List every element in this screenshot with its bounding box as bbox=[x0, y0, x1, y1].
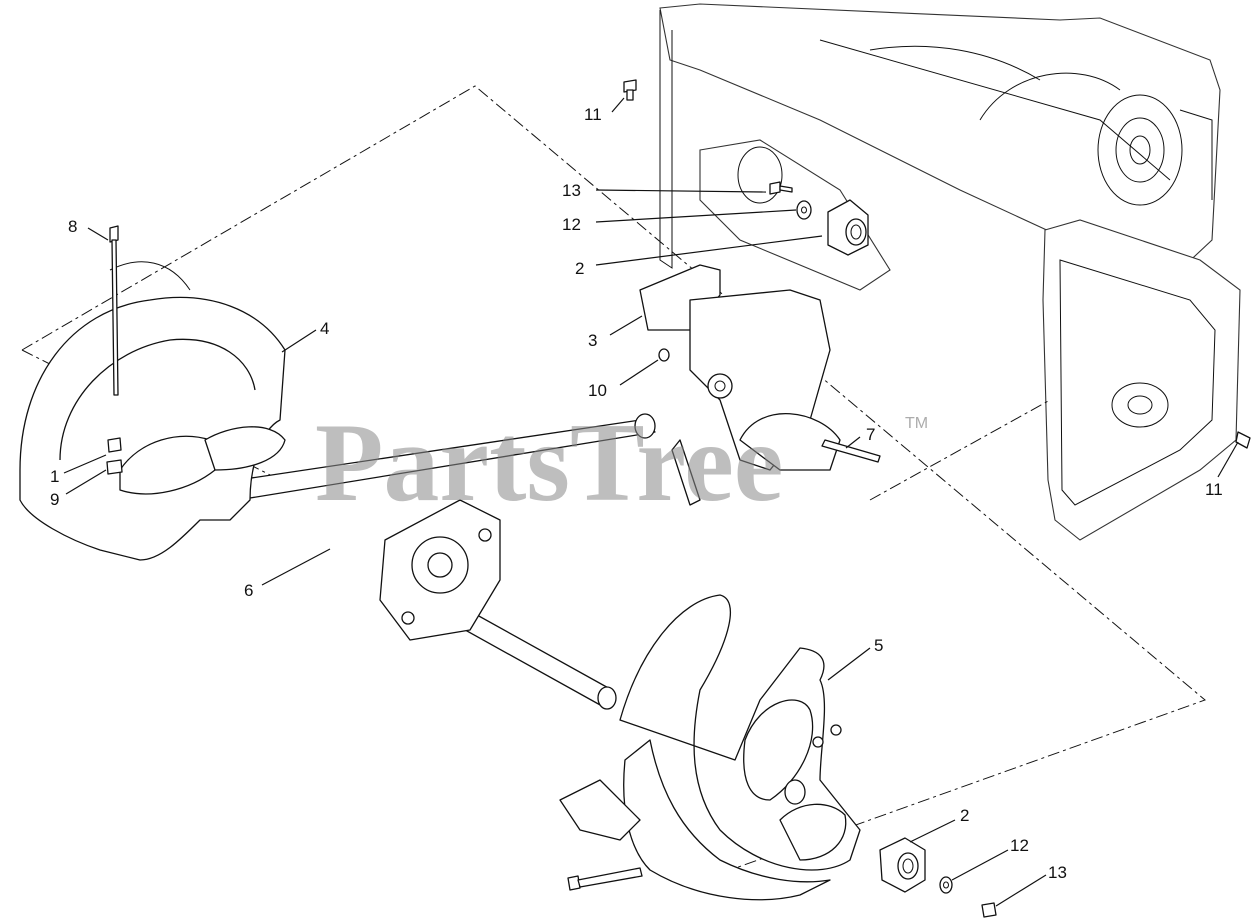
callout-11-top: 11 bbox=[584, 105, 602, 124]
watermark: PartsTree TM bbox=[315, 401, 928, 525]
callouts: 11 13 12 2 8 4 3 10 7 1 9 11 6 5 2 12 13 bbox=[50, 105, 1223, 882]
callout-5: 5 bbox=[874, 636, 883, 655]
housing-side-plate bbox=[1042, 219, 1241, 541]
callout-10: 10 bbox=[588, 381, 607, 400]
callout-11-right: 11 bbox=[1205, 480, 1223, 499]
watermark-trademark: TM bbox=[905, 415, 928, 432]
callout-7: 7 bbox=[866, 425, 875, 444]
callout-9: 9 bbox=[50, 490, 59, 509]
callout-6: 6 bbox=[244, 581, 253, 600]
callout-13-bottom: 13 bbox=[1048, 863, 1067, 882]
impeller bbox=[639, 264, 841, 506]
callout-13-top: 13 bbox=[562, 181, 581, 200]
fasteners bbox=[106, 79, 1251, 918]
auger-flight-right bbox=[559, 594, 861, 901]
callout-2-top: 2 bbox=[575, 259, 584, 278]
watermark-brand: PartsTree bbox=[315, 401, 784, 525]
gearbox bbox=[379, 499, 501, 641]
callout-2-bottom: 2 bbox=[960, 806, 969, 825]
callout-8: 8 bbox=[68, 217, 77, 236]
auger-flight-left bbox=[19, 261, 286, 561]
callout-12-top: 12 bbox=[562, 215, 581, 234]
callout-3: 3 bbox=[588, 331, 597, 350]
leader-lines bbox=[63, 97, 1239, 907]
callout-4: 4 bbox=[320, 319, 329, 338]
callout-12-bottom: 12 bbox=[1010, 836, 1029, 855]
auger-housing bbox=[659, 3, 1221, 271]
bearing-top bbox=[827, 199, 869, 256]
washers bbox=[796, 200, 953, 894]
bearing-bottom bbox=[879, 837, 926, 893]
callout-1: 1 bbox=[50, 467, 59, 486]
